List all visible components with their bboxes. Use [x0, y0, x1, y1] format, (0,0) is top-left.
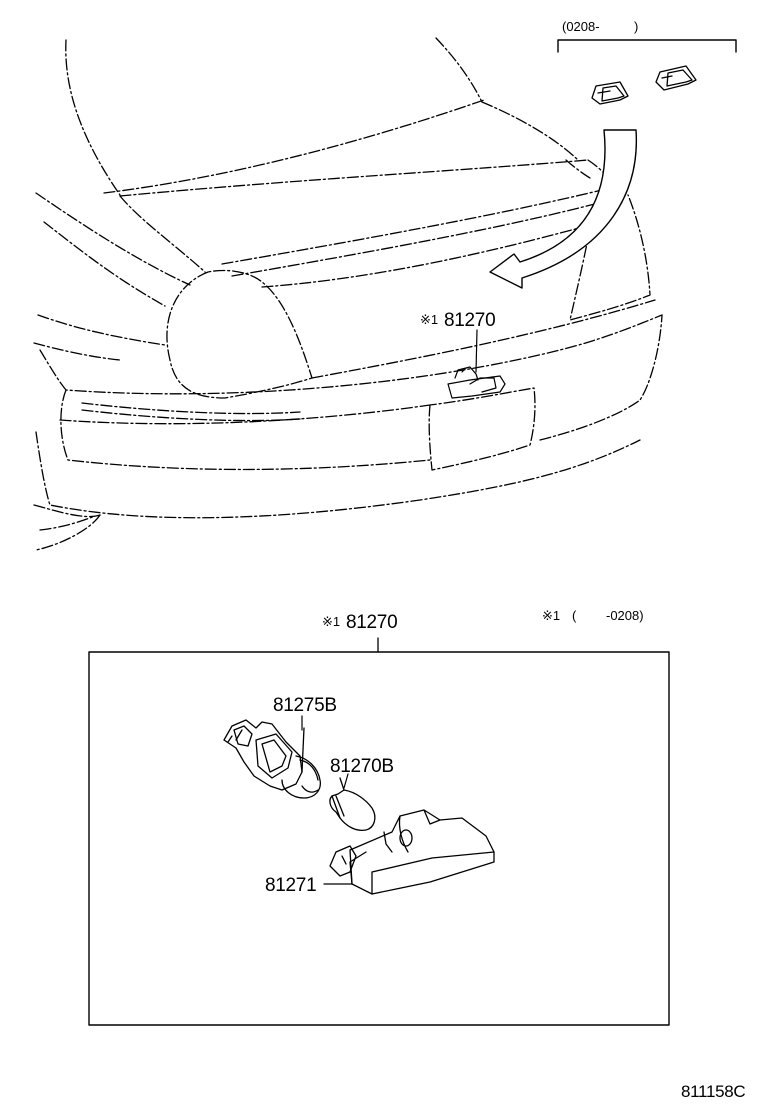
trunk-lower-edge: [312, 300, 655, 378]
right-tail-lamp: [570, 195, 650, 320]
socket-81275b: [224, 720, 320, 798]
date-range-end-label: ): [634, 19, 639, 34]
bulb-81270b: [330, 778, 375, 830]
trunk-lid-outline: [222, 188, 610, 264]
rear-window-outline: [436, 38, 482, 102]
left-tail-lamp: [167, 270, 312, 398]
note-date: -0208): [606, 608, 644, 623]
trunk-lid-outline: [262, 225, 590, 287]
trunk-lid-outline: [120, 160, 588, 196]
date-range-bracket: [558, 40, 736, 52]
lens-housing-81271: [324, 810, 494, 894]
bumper-lower-line: [36, 432, 640, 518]
body-side-line: [36, 193, 190, 285]
part-label-81270b: 81270B: [330, 756, 394, 777]
detail-box: [89, 652, 669, 1025]
rear-window-outline: [66, 40, 120, 195]
detail-header-part-number: 81270: [346, 612, 398, 633]
detail-header-mark: ※1: [322, 614, 341, 629]
note-mark: ※1: [542, 608, 561, 623]
lamp-variant-right: [656, 66, 696, 90]
trunk-lid-outline: [120, 196, 205, 272]
body-side-line: [38, 315, 165, 345]
leader-81270b: [344, 774, 348, 788]
roof-line: [482, 102, 578, 160]
rear-window-outline: [104, 100, 484, 193]
car-rear-outline: [34, 38, 662, 550]
body-side-line: [34, 343, 120, 360]
trunk-seam: [566, 160, 590, 178]
body-side-line: [44, 222, 165, 306]
bumper-outline: [61, 390, 430, 469]
callout-mark: ※1: [420, 312, 439, 327]
bumper-inner-line: [60, 405, 430, 424]
license-plate-recess: [429, 388, 535, 470]
bumper-outline: [540, 315, 662, 440]
license-lamp-on-car: [448, 330, 505, 398]
bumper-groove: [82, 403, 300, 414]
date-range-start-label: (0208-: [562, 19, 600, 34]
callout-part-number: 81270: [444, 310, 496, 331]
wheel-arch-line: [40, 516, 95, 530]
wheel-arch-line: [36, 515, 100, 550]
curved-arrow: [490, 130, 636, 288]
part-label-81275b: 81275B: [273, 695, 337, 716]
lamp-variant-left: [592, 82, 628, 104]
note-open-paren: (: [572, 608, 577, 623]
trunk-lid-outline: [232, 200, 610, 276]
wheel-arch-line: [34, 505, 100, 517]
bumper-top-line: [40, 315, 662, 394]
bumper-groove: [82, 410, 300, 421]
part-label-81271: 81271: [265, 875, 317, 896]
diagram-code: 811158C: [681, 1082, 746, 1101]
